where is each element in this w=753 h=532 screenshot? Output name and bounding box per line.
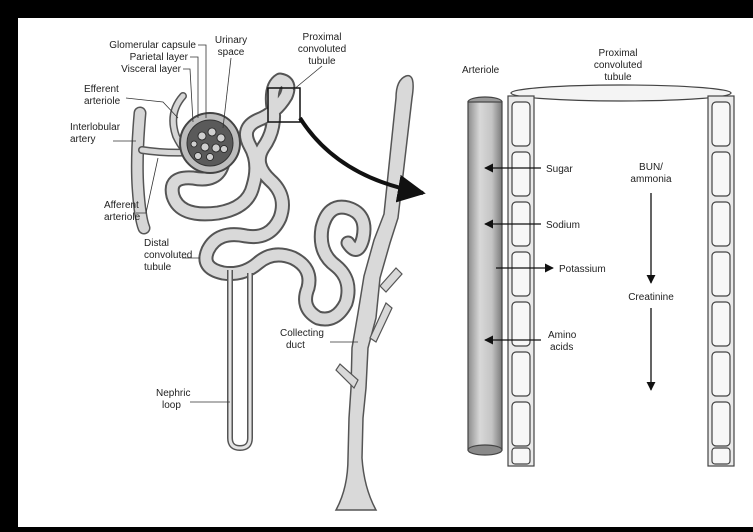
label-proximal-2: convoluted <box>298 44 346 55</box>
label-proximal-1: Proximal <box>303 32 342 43</box>
label-collecting-2: duct <box>286 340 305 351</box>
label-detail-proximal-3: tubule <box>604 72 632 83</box>
label-nephric-2: loop <box>162 400 181 411</box>
label-distal-2: convoluted <box>144 250 192 261</box>
label-detail-proximal-2: convoluted <box>594 60 642 71</box>
nephron-labels: Glomerular capsule Parietal layer Viscer… <box>70 32 346 411</box>
diagram-panel: Glomerular capsule Parietal layer Viscer… <box>18 18 753 527</box>
label-amino-1: Amino <box>548 330 577 341</box>
nephron-illustration <box>137 76 423 510</box>
label-afferent-2: arteriole <box>104 212 141 223</box>
label-arteriole: Arteriole <box>462 65 500 76</box>
label-collecting-1: Collecting <box>280 328 324 339</box>
label-sodium: Sodium <box>546 220 580 231</box>
tubule-detail <box>468 85 734 466</box>
tubule-lumen-top <box>511 85 731 101</box>
label-detail-proximal-1: Proximal <box>599 48 638 59</box>
arteriole-vessel <box>468 102 502 450</box>
nephric-loop <box>230 270 250 448</box>
nephron-diagram: Glomerular capsule Parietal layer Viscer… <box>18 18 753 527</box>
label-amino-2: acids <box>550 342 573 353</box>
label-parietal-layer: Parietal layer <box>130 52 189 63</box>
label-visceral-layer: Visceral layer <box>121 64 182 75</box>
label-distal-1: Distal <box>144 238 169 249</box>
label-creatinine: Creatinine <box>628 292 674 303</box>
label-efferent-2: arteriole <box>84 96 121 107</box>
label-interlobular-2: artery <box>70 134 96 145</box>
label-bun-1: BUN/ <box>639 162 663 173</box>
label-proximal-3: tubule <box>308 56 336 67</box>
label-interlobular-1: Interlobular <box>70 122 121 133</box>
label-urinary-space-2: space <box>218 47 245 58</box>
label-potassium: Potassium <box>559 264 606 275</box>
label-distal-3: tubule <box>144 262 172 273</box>
label-sugar: Sugar <box>546 164 573 175</box>
label-urinary-space-1: Urinary <box>215 35 247 46</box>
tubule-right-wall <box>708 96 734 466</box>
label-afferent-1: Afferent <box>104 200 139 211</box>
label-bun-2: ammonia <box>630 174 672 185</box>
label-glomerular-capsule: Glomerular capsule <box>109 40 196 51</box>
tubule-left-wall <box>508 96 534 466</box>
label-efferent-1: Efferent <box>84 84 119 95</box>
label-nephric-1: Nephric <box>156 388 190 399</box>
